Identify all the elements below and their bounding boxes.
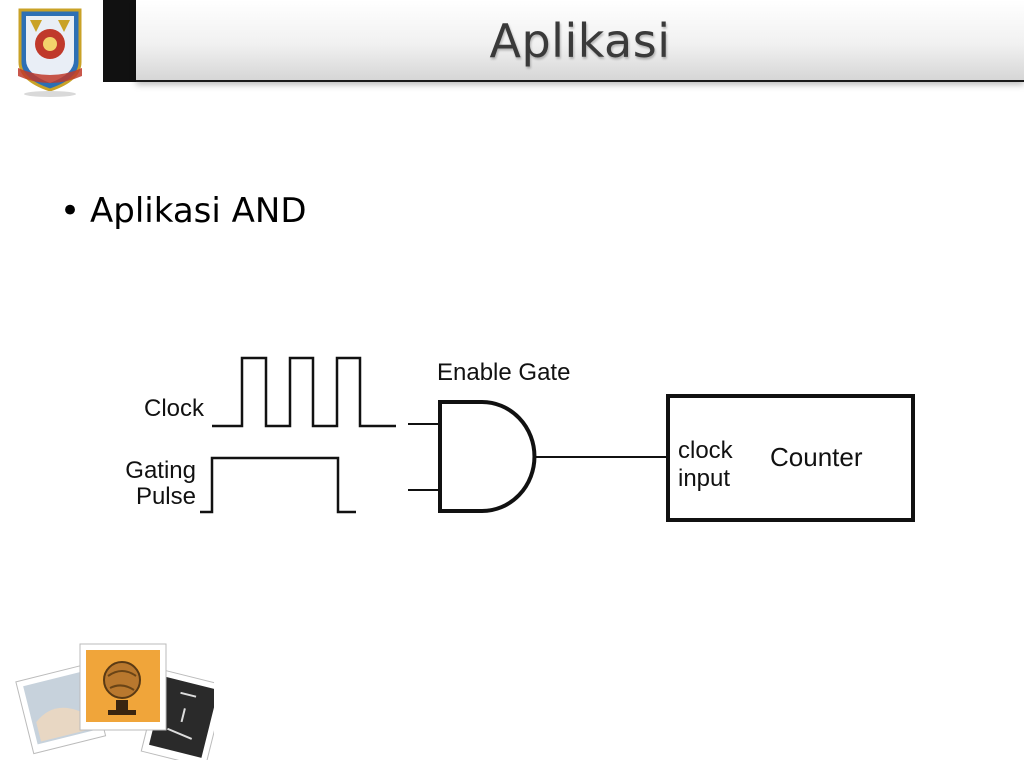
and-gate-symbol <box>438 400 537 513</box>
counter-label: Counter <box>770 442 863 472</box>
input-label: input <box>678 465 730 492</box>
bullet-list-item: •Aplikasi AND <box>60 191 307 231</box>
bullet-marker: • <box>60 191 81 231</box>
enable-gate-label: Enable Gate <box>437 359 570 386</box>
university-logo-icon <box>18 8 82 97</box>
gating-pulse-waveform <box>200 456 356 514</box>
gating-label: Gating <box>125 457 196 484</box>
title-bar <box>136 0 1024 82</box>
and-gate-application-diagram: Clock Gating Pulse Enable Gate clock inp… <box>125 356 915 522</box>
clock-input-label: clock <box>678 437 734 464</box>
clock-label: Clock <box>144 395 205 422</box>
bullet-text: Aplikasi AND <box>90 191 307 231</box>
slide-title: Aplikasi <box>489 14 671 68</box>
clock-waveform <box>212 356 396 428</box>
counter-box <box>666 394 915 522</box>
decorative-photo-stack-icon <box>15 643 214 760</box>
pulse-label: Pulse <box>136 483 196 510</box>
title-accent-block <box>103 0 137 82</box>
